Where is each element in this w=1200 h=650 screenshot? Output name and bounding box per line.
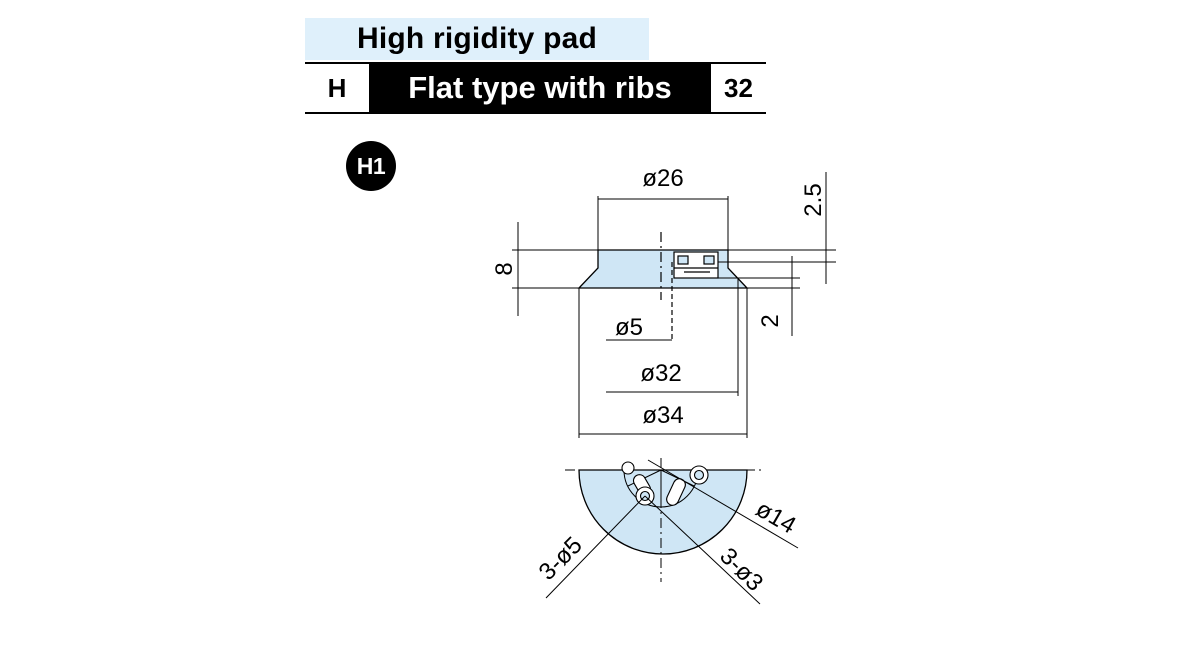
size-code: 32 <box>711 64 766 112</box>
bottom-view <box>545 458 799 605</box>
dim-holes-3x5: 3-ø5 <box>534 532 588 586</box>
dim-diameter-5: ø5 <box>615 314 643 341</box>
pad-face-half-disc <box>578 469 748 555</box>
side-view <box>577 232 749 342</box>
hole-large <box>621 461 635 475</box>
rib-left <box>677 255 689 265</box>
rib-slot <box>666 478 686 506</box>
variant-badge: H1 <box>346 141 396 191</box>
section-title: High rigidity pad <box>305 18 649 60</box>
type-name: Flat type with ribs <box>369 64 711 112</box>
type-header-band: H Flat type with ribs 32 <box>305 62 766 114</box>
rib-right <box>703 255 715 265</box>
dim-diameter-34: ø34 <box>642 402 683 429</box>
dim-holes-3x3: 3-ø3 <box>714 543 768 597</box>
dim-2: 2 <box>757 314 784 327</box>
dim-height-8: 8 <box>491 262 518 275</box>
dim-diameter-14: ø14 <box>751 495 800 539</box>
hole-small <box>693 469 705 481</box>
dim-diameter-26: ø26 <box>642 165 683 192</box>
dimension-lines <box>512 172 836 438</box>
series-code: H <box>305 64 369 112</box>
dim-2-5: 2.5 <box>800 183 827 216</box>
pad-body-shape <box>577 249 749 289</box>
dim-diameter-32: ø32 <box>640 360 681 387</box>
